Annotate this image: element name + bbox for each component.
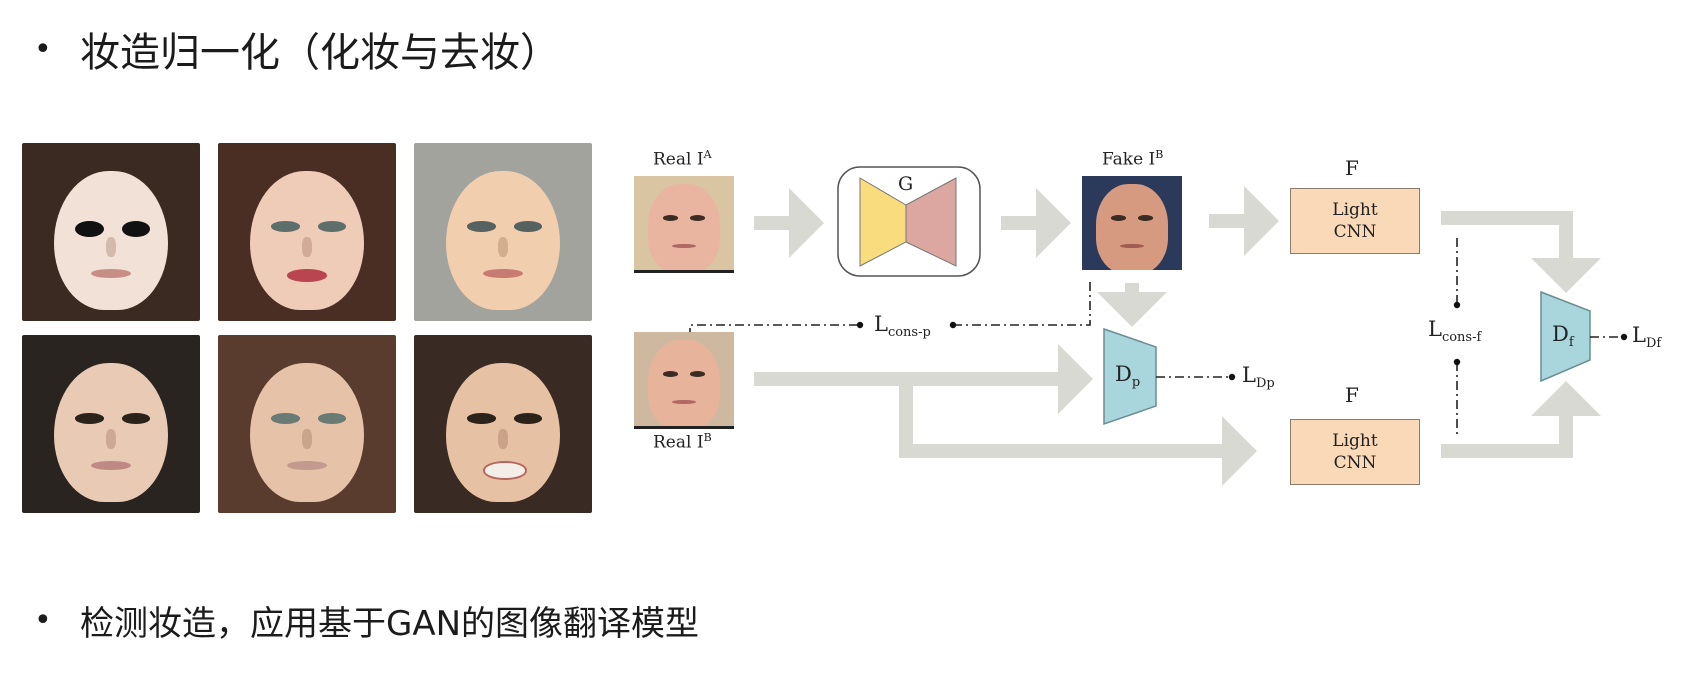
face-photo-makeup-2	[218, 143, 396, 321]
discriminator-df-label: Df	[1552, 322, 1574, 351]
light-cnn-top-line2: CNN	[1333, 222, 1377, 242]
discriminator-dp-label: Dp	[1115, 362, 1141, 391]
f-label-top: F	[1345, 156, 1359, 180]
face-photo-no-makeup-3	[414, 335, 592, 513]
bullet-dot: •	[34, 603, 52, 638]
discriminator-dp-shape	[1103, 327, 1157, 426]
face-photo-no-makeup-1	[22, 335, 200, 513]
real-image-b-label: Real IB	[653, 431, 712, 453]
real-image-a-thumbnail	[634, 176, 734, 273]
bullet-makeup-detection: • 检测妆造，应用基于GAN的图像翻译模型	[34, 596, 699, 645]
real-image-a-label: Real IA	[653, 148, 712, 170]
bullet-text: 妆造归一化（化妆与去妆）	[80, 30, 560, 76]
face-photo-makeup-1	[22, 143, 200, 321]
bullet-text: 检测妆造，应用基于GAN的图像翻译模型	[80, 604, 700, 644]
fake-image-b-thumbnail	[1082, 176, 1182, 270]
bullet-dot: •	[34, 31, 52, 67]
loss-dots	[856, 301, 1628, 381]
generator-decoder-shape	[905, 177, 957, 267]
loss-cons-f-label: Lcons-f	[1428, 317, 1482, 346]
loss-dp-label: LDp	[1242, 363, 1275, 392]
discriminator-df-shape	[1540, 290, 1591, 383]
f-label-bottom: F	[1345, 383, 1359, 407]
loss-cons-p-label: Lcons-p	[874, 312, 931, 341]
face-photo-makeup-3	[414, 143, 592, 321]
fake-image-b-label: Fake IB	[1102, 148, 1164, 170]
face-photo-no-makeup-2	[218, 335, 396, 513]
bullet-makeup-normalization: • 妆造归一化（化妆与去妆）	[34, 20, 560, 78]
light-cnn-bottom-box: Light CNN	[1290, 419, 1420, 485]
light-cnn-bottom-line2: CNN	[1333, 453, 1377, 473]
real-image-b-thumbnail	[634, 332, 734, 429]
generator-label: G	[898, 173, 914, 195]
loss-df-label: LDf	[1632, 323, 1662, 352]
light-cnn-top-line1: Light	[1332, 200, 1378, 220]
light-cnn-bottom-line1: Light	[1332, 431, 1378, 451]
light-cnn-top-box: Light CNN	[1290, 188, 1420, 254]
flow-arrows	[754, 186, 1601, 486]
